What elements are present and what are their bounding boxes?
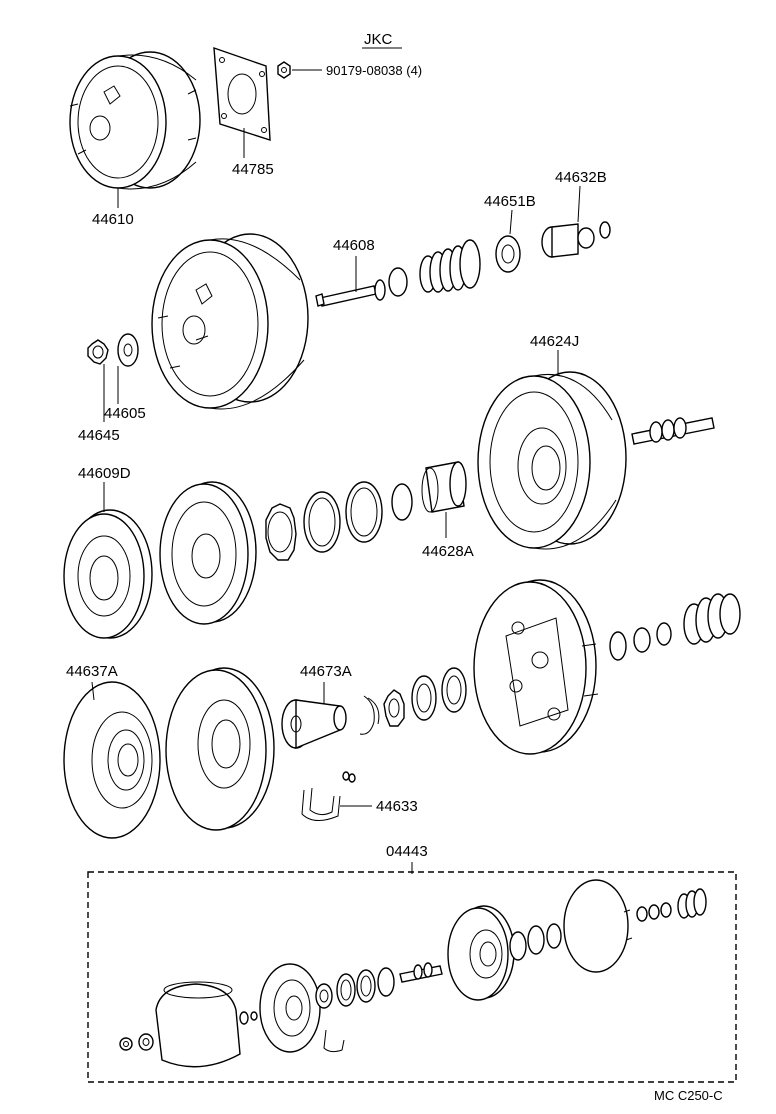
- bushing-44605: [117, 333, 139, 367]
- label-44632B: 44632B: [555, 169, 607, 186]
- filter-44651B: [495, 235, 521, 273]
- label-44673A: 44673A: [300, 663, 352, 680]
- kit-ring-c: [377, 967, 395, 997]
- kit-rod: [399, 962, 443, 983]
- kit-small-ring-a: [239, 1011, 249, 1025]
- kit-rear-disc: [563, 879, 633, 973]
- retainer-44645: [87, 339, 109, 365]
- seal-a-row5: [609, 631, 627, 661]
- clip-44633: [301, 771, 356, 821]
- label-44628A: 44628A: [422, 543, 474, 560]
- kit-plate: [259, 963, 321, 1053]
- o-ring-row2: [599, 221, 611, 239]
- boot-row5: [683, 593, 741, 645]
- label-nut-90179: 90179-08038 (4): [326, 63, 422, 78]
- label-44610: 44610: [92, 211, 134, 228]
- retainer-ring-row4: [265, 503, 297, 561]
- label-04443: 04443: [386, 843, 428, 860]
- piston-44628A: [421, 461, 467, 513]
- kit-small-seals: [636, 902, 672, 922]
- nut-90179: [277, 61, 291, 79]
- booster-assembly-44610: [69, 51, 201, 190]
- ring-a-row5: [411, 675, 437, 721]
- diaphragm-44609D: [63, 509, 153, 639]
- kit-retainer: [315, 983, 333, 1009]
- push-rod-44608: [315, 279, 386, 307]
- booster-body-44624J: [477, 371, 627, 550]
- label-44608: 44608: [333, 237, 375, 254]
- valve-44632B: [541, 223, 595, 258]
- washer-row2: [388, 267, 408, 297]
- label-44651B: 44651B: [484, 193, 536, 210]
- ring-a-row4: [303, 491, 341, 553]
- kit-seal-a: [509, 931, 527, 961]
- kit-bushing: [138, 1033, 154, 1051]
- header-code: JKC: [364, 31, 393, 48]
- o-ring-row4: [391, 483, 413, 521]
- ring-b-row5: [441, 667, 467, 713]
- star-washer-row5: [383, 689, 405, 727]
- diaphragm-plate-row5: [165, 667, 275, 831]
- label-44609D: 44609D: [78, 465, 131, 482]
- valve-body-44673A: [281, 699, 347, 750]
- kit-ring-a: [336, 973, 356, 1007]
- diaphragm-44637A: [63, 681, 161, 839]
- gasket-44785: [213, 46, 271, 141]
- kit-nut: [119, 1037, 133, 1051]
- label-44633: 44633: [376, 798, 418, 815]
- kit-diaphragm: [447, 905, 515, 1001]
- valve-rod-row3: [631, 417, 715, 445]
- label-44605: 44605: [104, 405, 146, 422]
- boot-row2: [419, 239, 481, 293]
- booster-shell-front: [151, 233, 309, 410]
- kit-seal-b: [527, 925, 545, 955]
- kit-boot: [677, 888, 707, 919]
- label-44637A: 44637A: [66, 663, 118, 680]
- rear-shell-row5: [473, 579, 599, 755]
- label-44785: 44785: [232, 161, 274, 178]
- ring-b-row4: [345, 481, 383, 543]
- kit-04443-box: [87, 871, 737, 1083]
- seal-b-row5: [633, 627, 651, 653]
- kit-clip: [323, 1029, 345, 1053]
- kit-seal-c: [546, 923, 562, 949]
- snap-ring-row5: [359, 695, 380, 735]
- label-44624J: 44624J: [530, 333, 579, 350]
- diaphragm-plate-row4: [159, 481, 257, 625]
- footer-code: MC C250-C: [654, 1088, 723, 1103]
- label-44645: 44645: [78, 427, 120, 444]
- kit-cover: [155, 981, 241, 1068]
- kit-ring-b: [356, 969, 376, 1003]
- kit-small-ring-b: [250, 1011, 258, 1021]
- seal-c-row5: [656, 622, 672, 646]
